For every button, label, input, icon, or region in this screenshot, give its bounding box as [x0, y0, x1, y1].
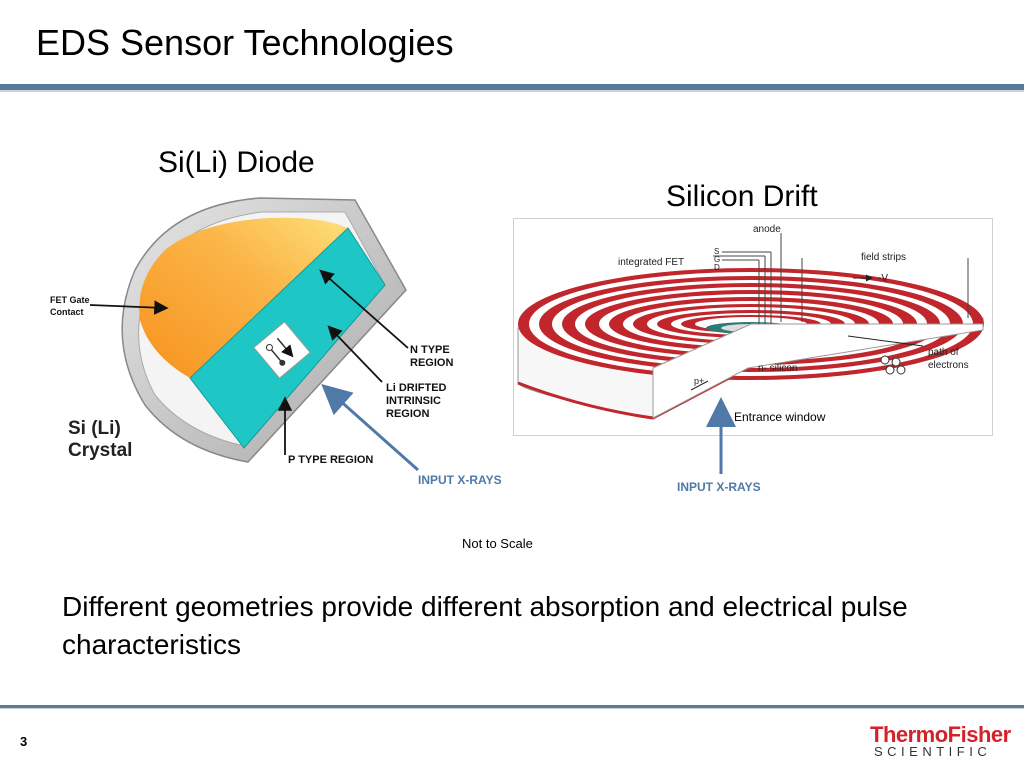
crystal-label: Si (Li) Crystal [68, 418, 133, 461]
p-type-region-label: P TYPE REGION [288, 454, 374, 466]
header-rule-shadow [0, 90, 1024, 92]
silicon-drift-title: Silicon Drift [666, 180, 818, 213]
svg-text:n- silicon: n- silicon [758, 363, 797, 374]
svg-text:integrated FET: integrated FET [618, 257, 684, 268]
sili-input-xrays-label: INPUT X-RAYS [418, 473, 502, 487]
svg-text:G: G [714, 255, 720, 264]
fet-symbol [253, 321, 311, 379]
electrons [880, 355, 906, 375]
crystal-face [139, 217, 348, 378]
n-type-region-label: N TYPE REGION [410, 344, 454, 369]
svg-text:S: S [714, 247, 719, 256]
brand-logo-top: ThermoFisher [870, 722, 1011, 747]
header-rule [0, 84, 1024, 90]
footer-rule-shadow [0, 708, 1024, 709]
body-text: Different geometries provide different a… [62, 591, 908, 660]
not-to-scale-note: Not to Scale [462, 536, 533, 551]
svg-text:p+: p+ [694, 376, 704, 386]
slide-title: EDS Sensor Technologies [36, 22, 454, 63]
sdd-input-xrays-label: INPUT X-RAYS [677, 480, 761, 494]
sili-xray-arrow [321, 384, 419, 472]
svg-text:anode: anode [753, 224, 781, 235]
sdd-xray-arrow [706, 397, 736, 474]
svg-text:-V: -V [878, 273, 888, 284]
li-drifted-region-label: Li DRIFTED INTRINSIC REGION [386, 382, 447, 420]
footer-rule [0, 705, 1024, 708]
svg-text:path of: path of [928, 347, 959, 358]
silicon-drift-diagram: anode integrated FET S G D field strips … [517, 224, 984, 420]
brand-logo-bottom: SCIENTIFIC [874, 744, 992, 759]
svg-text:D: D [714, 263, 720, 272]
page-number: 3 [20, 734, 28, 749]
fet-gate-contact-label: FET Gate Contact [50, 295, 90, 317]
entrance-window-label: Entrance window [734, 410, 826, 424]
sili-diode-title: Si(Li) Diode [158, 146, 315, 179]
svg-text:electrons: electrons [928, 360, 969, 371]
svg-text:field strips: field strips [861, 252, 906, 263]
